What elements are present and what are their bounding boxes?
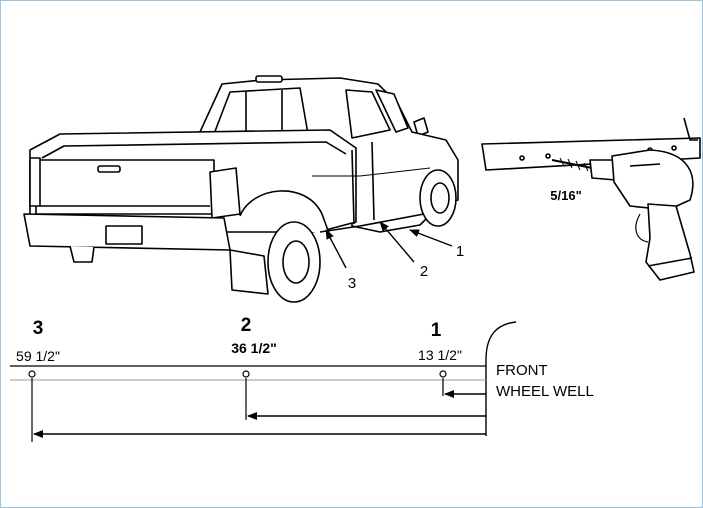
hole-mark [545,153,551,159]
tailgate-handle [97,165,121,173]
callout-label-1: 1 [456,243,464,260]
rear-window [213,87,309,135]
hole-marker-2 [242,370,250,378]
left-tail-light [29,157,41,207]
roof-light [255,75,283,83]
hole-marker-1 [439,370,447,378]
callout-label-3: 3 [348,275,356,292]
front-label: FRONT [496,362,548,379]
wheel-well-outline [485,321,517,436]
side-window [345,89,391,139]
callout-label-2: 2 [420,263,428,280]
drill-body [611,149,694,211]
door-window [375,89,409,133]
drill-detail [481,117,701,281]
hole-mark [519,155,525,161]
license-plate [105,225,143,245]
measurement-distance-1: 13 1/2" [418,347,462,363]
rear-fender [239,190,331,237]
truck-callout-arrows [325,221,453,269]
side-mirror [413,117,429,137]
measurement-distance-2: 36 1/2" [231,340,277,356]
measurement-diagram [10,321,517,442]
measurement-number-1: 1 [431,320,442,341]
wheel-well-label: WHEEL WELL [496,383,594,400]
right-tail-light [209,167,241,219]
rocker-panel-strip [481,137,701,171]
measurement-distance-3: 59 1/2" [16,348,60,364]
pickup-truck-illustration [23,75,459,303]
hole-marker-3 [28,370,36,378]
drill-bit-size-label: 5/16" [550,188,581,203]
hole-mark [671,145,677,151]
mud-flap [229,249,269,295]
measurement-number-3: 3 [33,318,44,339]
drill-handle [645,203,695,281]
measurement-number-2: 2 [241,315,252,336]
